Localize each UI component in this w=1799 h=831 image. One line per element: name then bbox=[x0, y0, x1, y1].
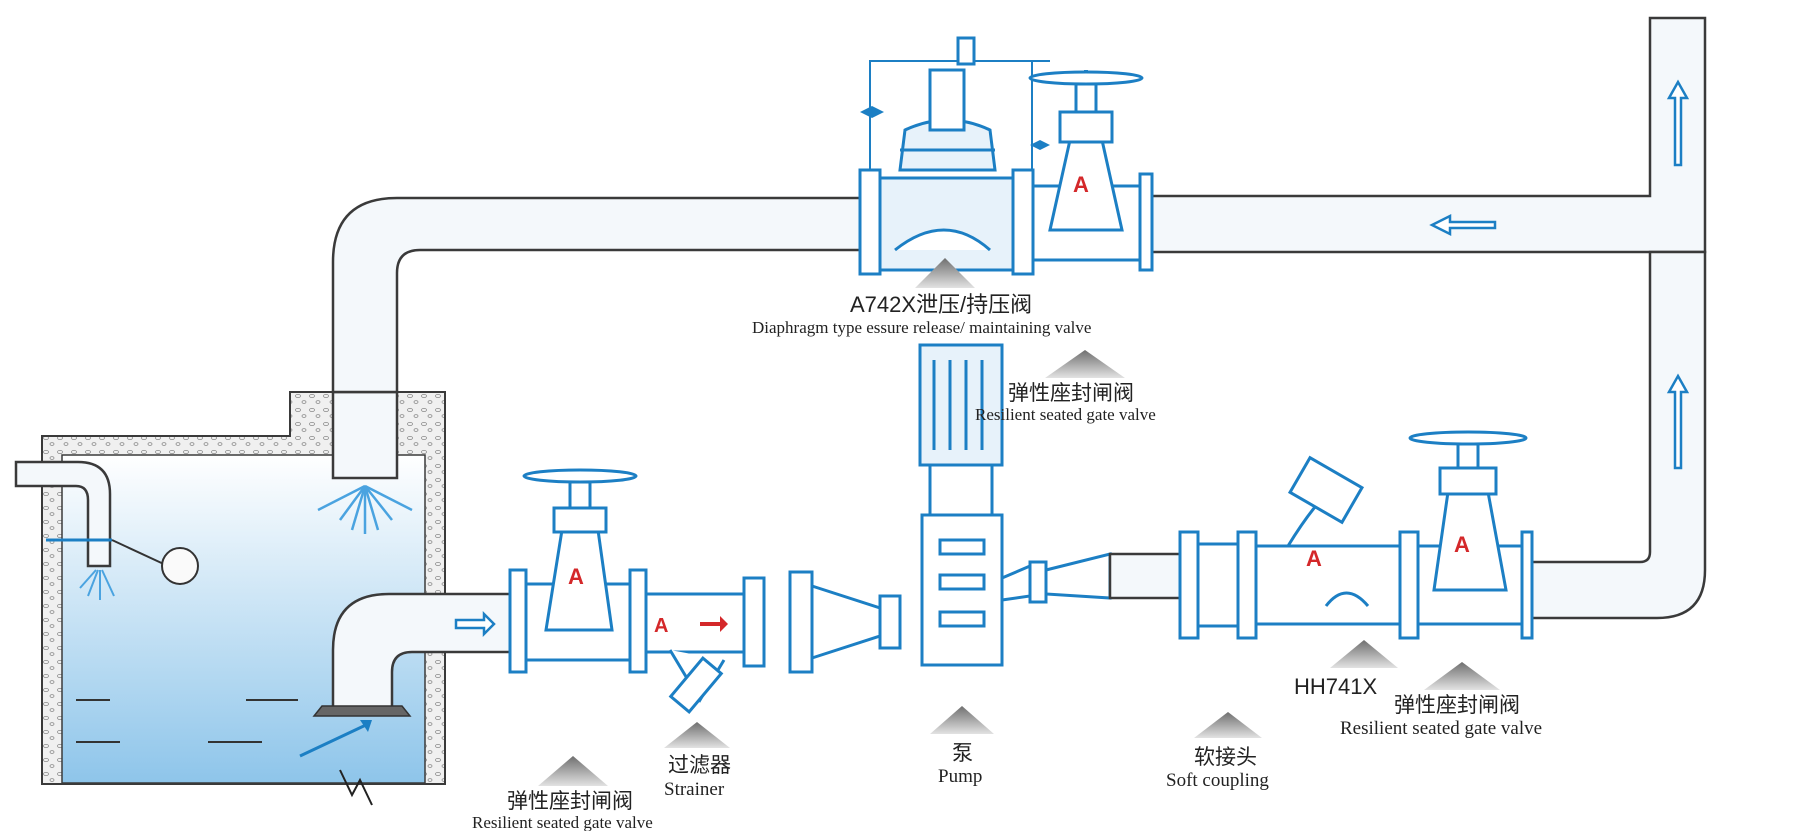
flow-arrow-right-icon bbox=[700, 616, 728, 632]
gate-valve-right-cn-label: 弹性座封闸阀 bbox=[1394, 693, 1520, 717]
pressure-valve-en-label: Diaphragm type essure release/ maintaini… bbox=[752, 318, 1091, 337]
pressure-valve-model-label: A742X泄压/持压阀 bbox=[850, 292, 1032, 317]
gate-valve-top-cn-label: 弹性座封闸阀 bbox=[1008, 381, 1134, 405]
pointer-marker bbox=[1330, 640, 1398, 668]
brand-logo: A bbox=[654, 615, 668, 637]
brand-logo: A bbox=[1306, 546, 1322, 571]
check-valve-model-label: HH741X bbox=[1294, 674, 1377, 699]
gate-valve-right: A bbox=[1408, 430, 1534, 640]
pointer-marker bbox=[1045, 350, 1125, 378]
pointer-marker bbox=[664, 722, 730, 748]
flow-arrow-up-icon bbox=[1666, 373, 1690, 470]
gate-valve-top: A bbox=[1028, 70, 1154, 272]
pressure-release-valve bbox=[858, 36, 1050, 276]
gate-valve-left-en-label: Resilient seated gate valve bbox=[472, 813, 653, 831]
soft-coupling-cn-label: 软接头 bbox=[1194, 745, 1257, 769]
spray-icon bbox=[79, 569, 115, 600]
gate-valve-right-en-label: Resilient seated gate valve bbox=[1340, 718, 1542, 739]
check-valve: A bbox=[1254, 455, 1420, 640]
reducer-left bbox=[788, 570, 902, 674]
pointer-marker bbox=[1424, 662, 1500, 690]
spray-icon bbox=[317, 484, 413, 534]
suction-pipe bbox=[299, 592, 512, 806]
reducer-right bbox=[1000, 552, 1182, 604]
gate-valve-left: A bbox=[508, 468, 648, 674]
brand-logo: A bbox=[568, 564, 584, 589]
gate-valve-left-cn-label: 弹性座封闸阀 bbox=[507, 789, 633, 813]
inlet-pipe bbox=[14, 460, 199, 600]
top-pipe-run bbox=[331, 16, 1707, 620]
suction-arrow-icon bbox=[360, 720, 372, 732]
pointer-marker bbox=[538, 756, 608, 786]
pointer-marker bbox=[915, 258, 975, 288]
soft-coupling bbox=[1178, 530, 1258, 640]
strainer-cn-label: 过滤器 bbox=[668, 753, 731, 777]
float-ball-icon bbox=[161, 547, 199, 585]
strainer-body: A bbox=[644, 576, 766, 714]
return-pipe bbox=[317, 390, 413, 534]
pump bbox=[918, 343, 1004, 667]
pointer-marker bbox=[930, 706, 994, 734]
pointer-marker bbox=[1194, 712, 1262, 738]
flow-arrow-right-icon bbox=[454, 610, 496, 638]
gate-valve-top-en-label: Resilient seated gate valve bbox=[975, 405, 1156, 424]
flow-arrow-left-icon bbox=[1429, 213, 1497, 237]
soft-coupling-en-label: Soft coupling bbox=[1166, 770, 1269, 791]
pump-en-label: Pump bbox=[938, 766, 982, 787]
pump-cn-label: 泵 bbox=[952, 741, 973, 765]
brand-logo: A bbox=[1073, 172, 1089, 197]
strainer-en-label: Strainer bbox=[664, 779, 725, 800]
flow-arrow-up-icon bbox=[1666, 79, 1690, 167]
brand-logo: A bbox=[1454, 532, 1470, 557]
